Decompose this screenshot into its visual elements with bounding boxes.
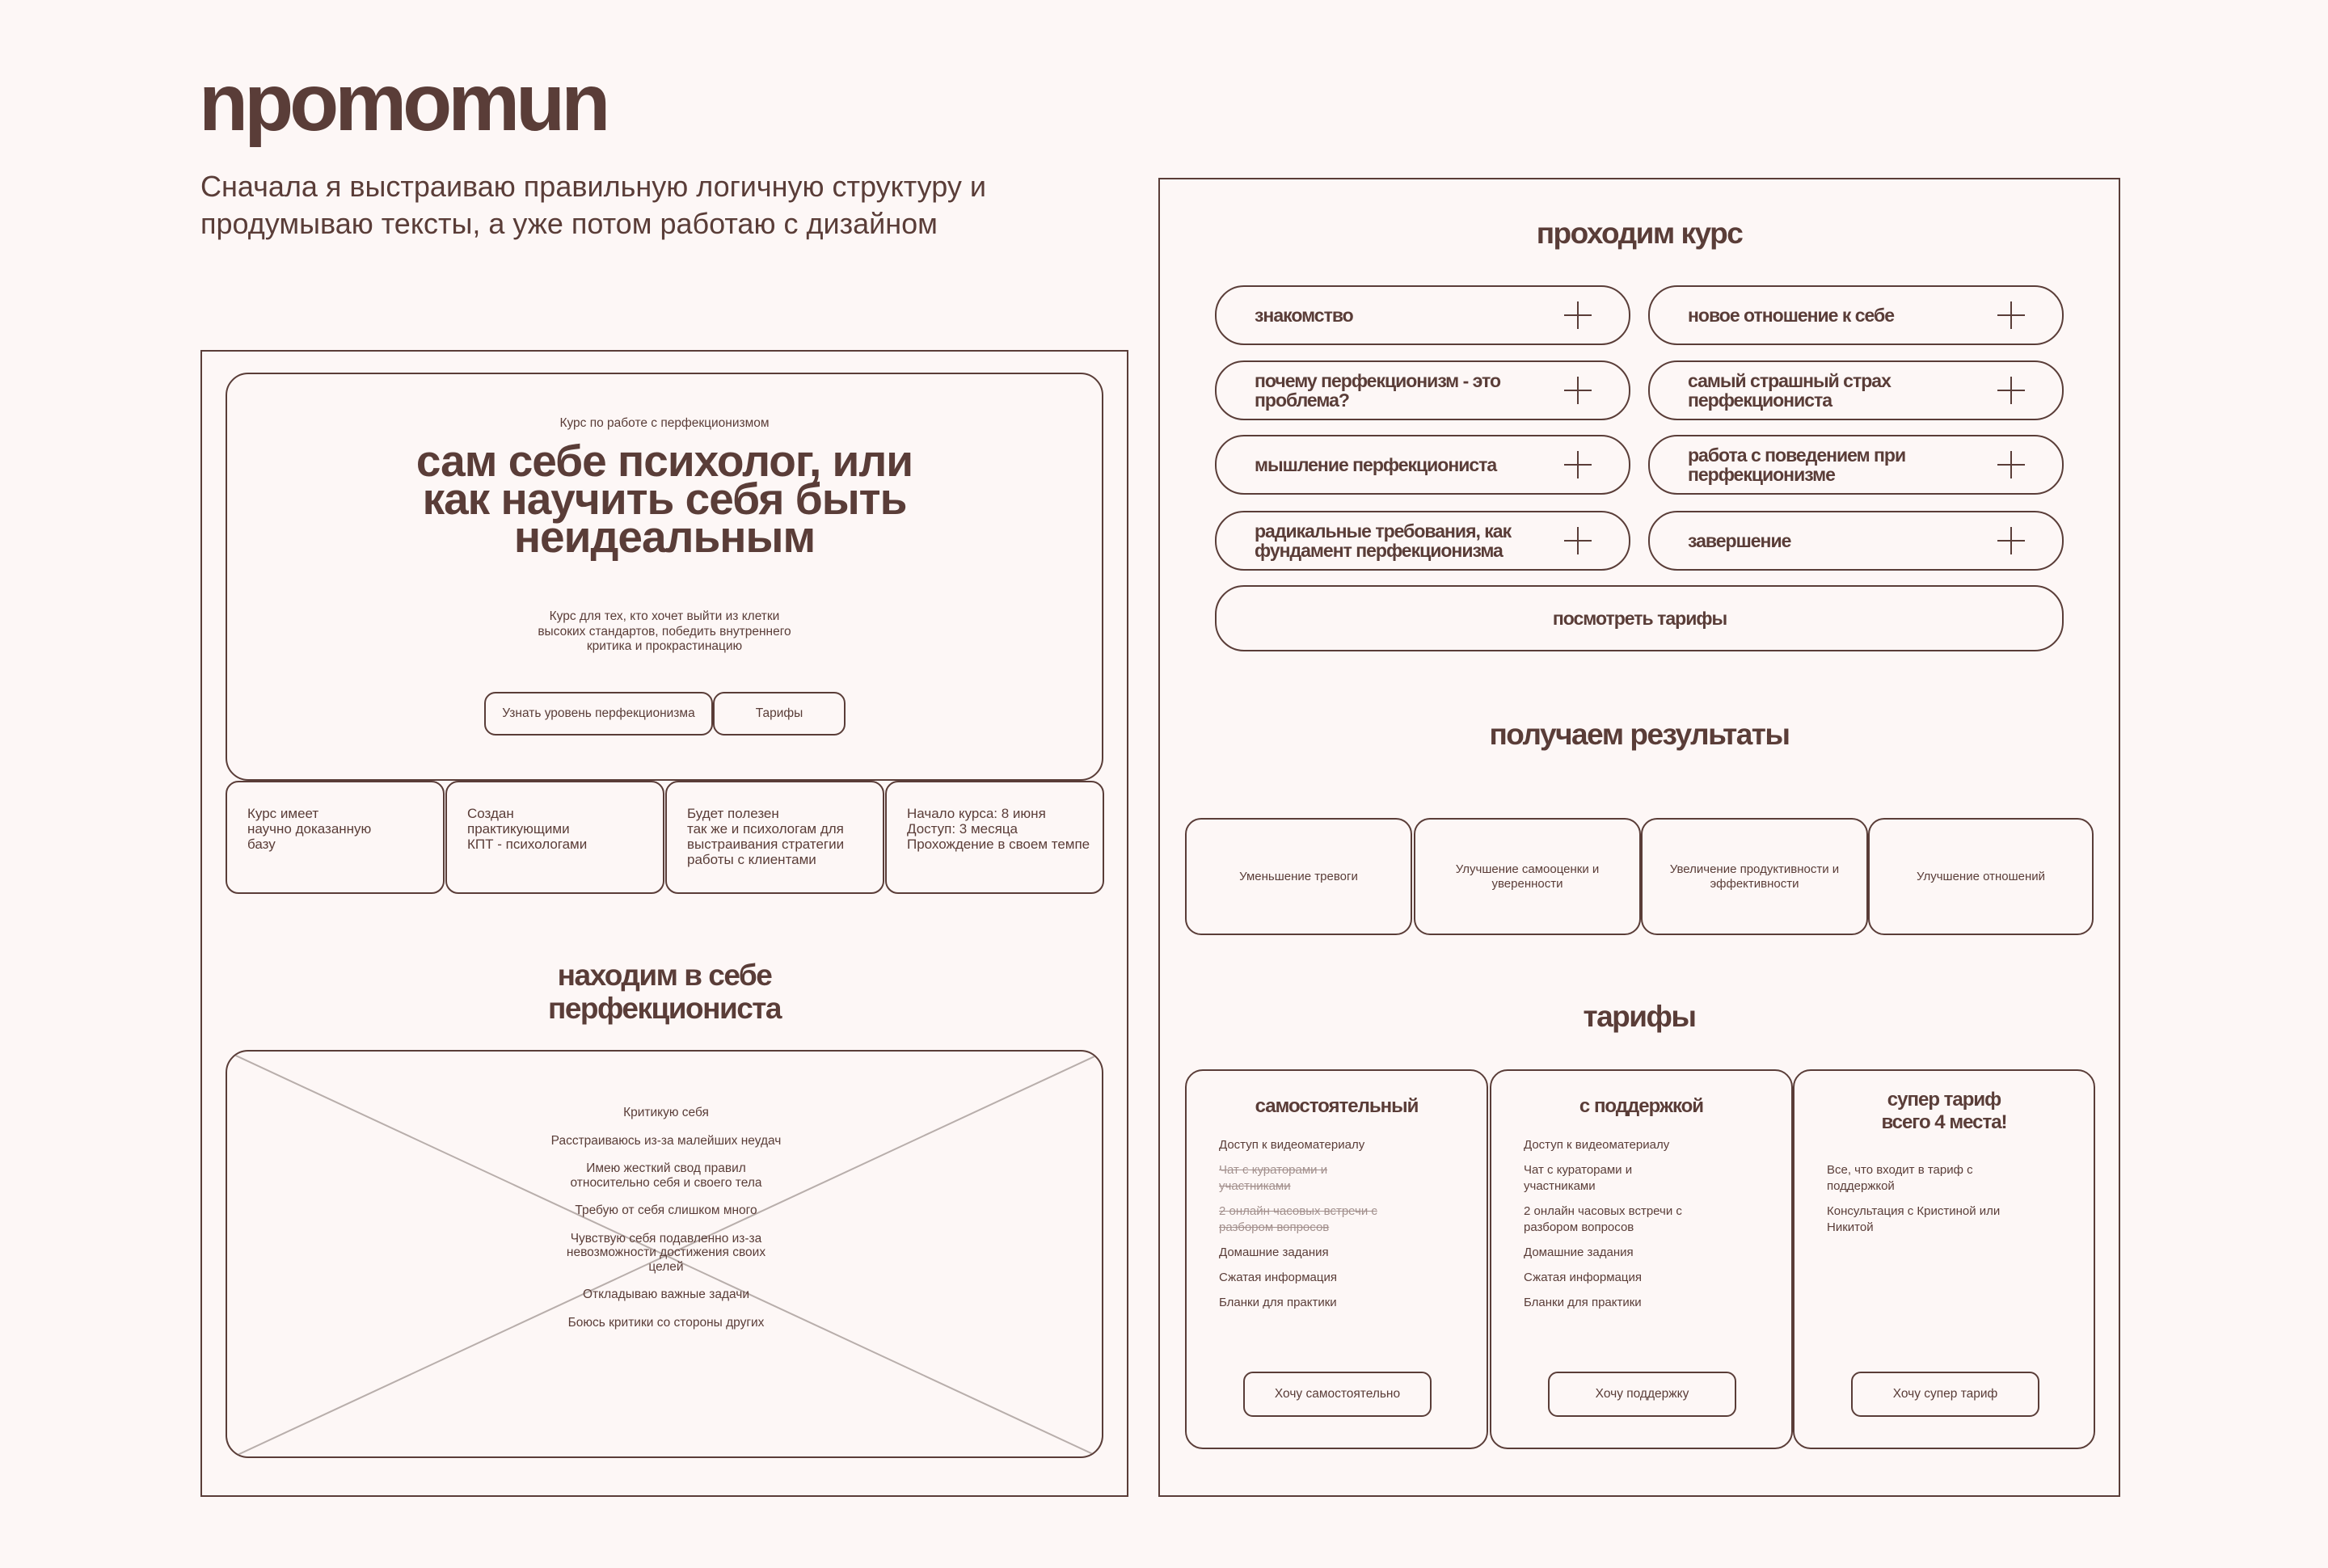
hero-title: сам себе психолог, или как научить себя … — [415, 436, 913, 562]
module-item[interactable]: радикальные требования, как фундамент пе… — [1215, 511, 1630, 571]
plus-icon[interactable] — [1564, 451, 1592, 478]
feature-included: Все, что входит в тариф с поддержкой — [1827, 1163, 1973, 1193]
module-item[interactable]: завершение — [1648, 511, 2064, 571]
symptom-item: Критикую себя — [623, 1106, 709, 1119]
result-card: Улучшение самооценки и уверенности — [1414, 818, 1641, 935]
plus-icon[interactable] — [1997, 377, 2025, 404]
results-title: получаем результаты — [1489, 718, 1790, 751]
feature-included: Бланки для практики — [1219, 1296, 1337, 1309]
hero-card: Курс по работе с перфекционизмом сам себ… — [226, 373, 1103, 781]
hero-description: Курс для тех, кто хочет выйти из клетки … — [538, 609, 791, 653]
feature-included: Консультация с Кристиной или Никитой — [1827, 1204, 2001, 1234]
module-item[interactable]: работа с поведением при перфекционизме — [1648, 435, 2064, 495]
symptom-item: Требую от себя слишком много — [575, 1203, 757, 1217]
see-tariffs-button[interactable]: посмотреть тарифы — [1215, 585, 2064, 651]
module-label: самый страшный страх перфекциониста — [1688, 370, 1892, 411]
symptom-item: Боюсь критики со стороны других — [567, 1315, 765, 1330]
tariff-button[interactable]: Хочу супер тариф — [1851, 1372, 2039, 1417]
result-card: Улучшение отношений — [1868, 818, 2094, 935]
left-mockup-panel — [200, 350, 1128, 1497]
right-mockup-panel — [1158, 178, 2120, 1497]
module-label: знакомство — [1255, 305, 1354, 326]
symptom-item: Откладываю важные задачи — [582, 1288, 750, 1301]
feature-excluded: 2 онлайн часовых встречи с разбором вопр… — [1219, 1204, 1377, 1234]
info-card: Будет полезен так же и психологам для вы… — [665, 781, 884, 894]
logo: npomomun — [199, 57, 610, 148]
module-label: почему перфекционизм - это проблема? — [1255, 370, 1501, 411]
tariff-name: супер тариф всего 4 места! — [1881, 1089, 2007, 1133]
plus-icon[interactable] — [1997, 527, 2025, 554]
module-item[interactable]: мышление перфекциониста — [1215, 435, 1630, 495]
feature-included: Домашние задания — [1524, 1246, 1634, 1259]
module-item[interactable]: новое отношение к себе — [1648, 285, 2064, 345]
module-label: новое отношение к себе — [1688, 305, 1895, 326]
feature-included: Доступ к видеоматериалу — [1524, 1138, 1670, 1152]
feature-excluded: Чат с кураторами и участниками — [1219, 1163, 1328, 1193]
symptom-item: Имею жесткий свод правил относительно се… — [570, 1161, 762, 1190]
symptom-item: Чувствую себя подавленно из-за невозможн… — [566, 1231, 766, 1274]
course-title: проходим курс — [1536, 217, 1744, 250]
tariff-name: с поддержкой — [1579, 1095, 1704, 1117]
feature-included: Сжатая информация — [1524, 1271, 1642, 1284]
tariffs-button[interactable]: Тарифы — [713, 692, 846, 736]
module-label: мышление перфекциониста — [1255, 454, 1497, 475]
intro-text: Сначала я выстраиваю правильную логичную… — [200, 170, 986, 240]
info-card: Курс имеет научно доказанную базу — [226, 781, 445, 894]
module-item[interactable]: знакомство — [1215, 285, 1630, 345]
module-label: работа с поведением при перфекционизме — [1688, 445, 1906, 485]
perfectionism-level-button[interactable]: Узнать уровень перфекционизма — [484, 692, 713, 736]
feature-included: Чат с кураторами и участниками — [1524, 1163, 1633, 1193]
result-card: Увеличение продуктивности и эффективност… — [1641, 818, 1868, 935]
plus-icon[interactable] — [1997, 451, 2025, 478]
tariff-button[interactable]: Хочу поддержку — [1548, 1372, 1736, 1417]
hero-eyebrow: Курс по работе с перфекционизмом — [559, 416, 770, 430]
placeholder-cross-icon — [227, 1052, 1102, 1456]
plus-icon[interactable] — [1564, 527, 1592, 554]
feature-included: 2 онлайн часовых встречи с разбором вопр… — [1524, 1204, 1682, 1234]
feature-included: Доступ к видеоматериалу — [1219, 1138, 1365, 1152]
plus-icon[interactable] — [1564, 301, 1592, 329]
module-item[interactable]: самый страшный страх перфекциониста — [1648, 360, 2064, 420]
plus-icon[interactable] — [1997, 301, 2025, 329]
tariff-name: самостоятельный — [1255, 1095, 1419, 1117]
tariffs-title: тарифы — [1583, 1000, 1697, 1033]
module-label: завершение — [1688, 530, 1791, 551]
feature-included: Сжатая информация — [1219, 1271, 1337, 1284]
symptom-item: Расстраиваюсь из-за малейших неудач — [550, 1133, 782, 1148]
plus-icon[interactable] — [1564, 377, 1592, 404]
find-title: находим в себе перфекциониста — [548, 959, 782, 1025]
see-tariffs-label: посмотреть тарифы — [1552, 608, 1727, 629]
feature-included: Домашние задания — [1219, 1246, 1329, 1259]
info-card: Начало курса: 8 июня Доступ: 3 месяца Пр… — [885, 781, 1104, 894]
module-label: радикальные требования, как фундамент пе… — [1255, 521, 1512, 561]
info-card: Создан практикующими КПТ - психологами — [445, 781, 664, 894]
feature-included: Бланки для практики — [1524, 1296, 1642, 1309]
tariff-card: супер тариф всего 4 места! Все, что входи… — [1793, 1069, 2095, 1449]
module-item[interactable]: почему перфекционизм - это проблема? — [1215, 360, 1630, 420]
tariff-button[interactable]: Хочу самостоятельно — [1243, 1372, 1432, 1417]
result-card: Уменьшение тревоги — [1185, 818, 1412, 935]
